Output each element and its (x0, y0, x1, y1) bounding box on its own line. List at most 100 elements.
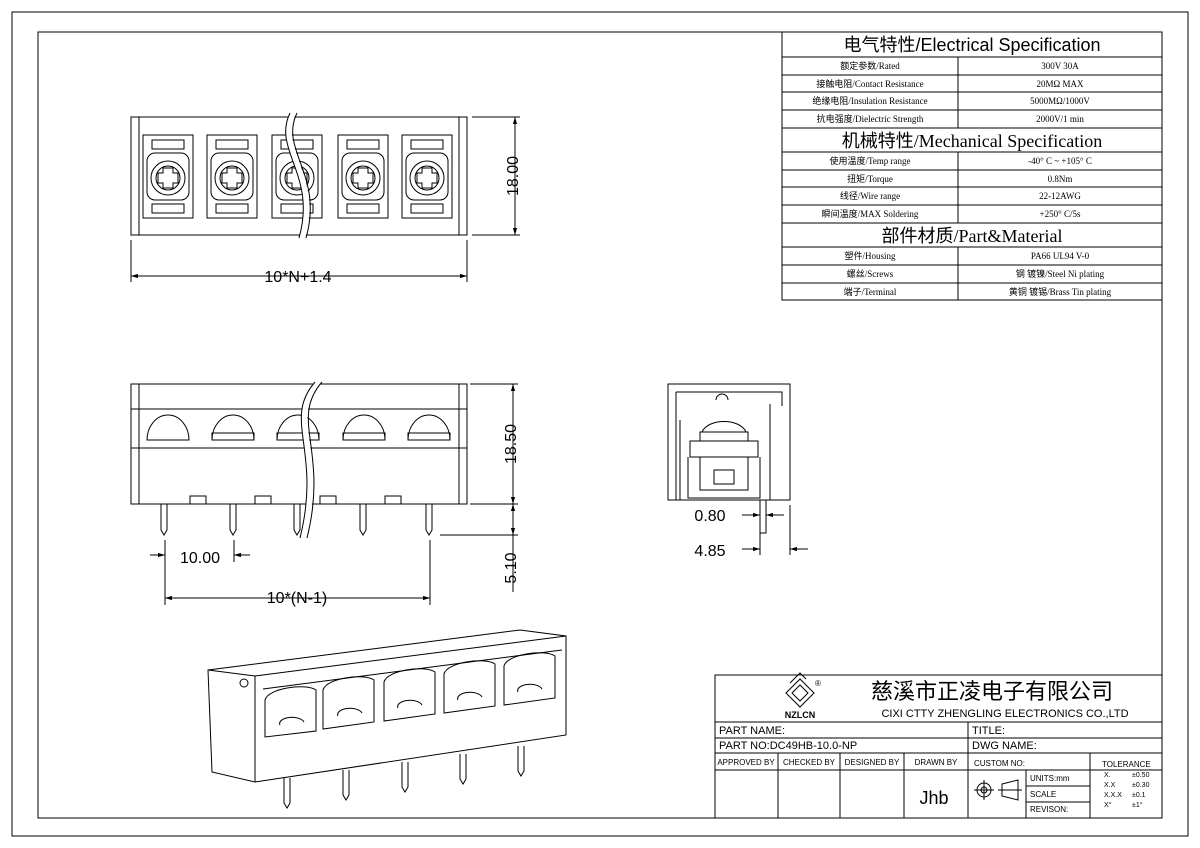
spec-label: 扭矩/Torque (847, 173, 893, 184)
tolerance-value: ±1° (1132, 801, 1143, 809)
material-spec-title: 部件材质/Part&Material (882, 226, 1063, 246)
dwg-name-label: DWG NAME: (972, 740, 1037, 752)
inner-border (37, 31, 1163, 819)
iso-pin (283, 778, 291, 809)
projection-symbol (974, 779, 1022, 801)
drawn-by-label: DRAWN BY (915, 758, 958, 767)
title-block (714, 672, 1163, 819)
approved-by-label: APPROVED BY (717, 758, 775, 767)
spec-table (781, 31, 1163, 301)
break-line (299, 381, 316, 539)
dim-side-depth: 4.85 (694, 543, 725, 560)
tolerance-key: X. (1104, 772, 1111, 779)
dim-pin-width: 0.80 (694, 508, 725, 525)
iso-view (207, 629, 567, 809)
front-view-screw (276, 414, 320, 441)
designed-by-label: DESIGNED BY (845, 758, 900, 767)
iso-pin (459, 754, 467, 785)
front-view-pin (425, 504, 433, 536)
spec-label: 额定参数/Rated (840, 60, 900, 71)
spec-value: 黄铜 镀锡/Brass Tin plating (1009, 286, 1112, 297)
checked-by-label: CHECKED BY (783, 758, 836, 767)
revision-label: REVISON: (1030, 805, 1068, 814)
top-view-terminal (401, 134, 453, 219)
electrical-spec-title: 电气特性/Electrical Specification (843, 35, 1100, 55)
break-mask (300, 380, 321, 539)
tolerance-value: ±0.50 (1132, 772, 1150, 779)
iso-opening (264, 686, 317, 738)
logo-text: NZLCN (785, 710, 816, 720)
tolerance-value: ±0.30 (1132, 782, 1150, 789)
tolerance-label: TOLERANCE (1102, 760, 1151, 769)
tolerance-key: X.X (1104, 782, 1116, 789)
break-line (306, 381, 323, 539)
front-view-pin (293, 504, 301, 536)
tolerance-key: X° (1104, 801, 1112, 809)
break-line (292, 112, 311, 239)
logo-registered-mark: ® (815, 679, 821, 688)
spec-value: 22-12AWG (1039, 191, 1081, 201)
iso-opening (322, 676, 375, 730)
iso-opening (383, 668, 436, 722)
scale-label: SCALE (1030, 790, 1056, 799)
spec-label: 端子/Terminal (844, 286, 897, 297)
spec-value: 20MΩ MAX (1037, 79, 1084, 89)
spec-label: 绝缘电阻/Insulation Resistance (812, 95, 927, 106)
iso-opening (443, 660, 496, 714)
dim-pin-length: 5.10 (503, 552, 520, 583)
top-view (130, 111, 520, 282)
front-view (130, 380, 518, 605)
spec-label: 螺丝/Screws (847, 268, 894, 279)
top-view-terminal (271, 134, 323, 219)
drawn-by-value: Jhb (919, 788, 948, 808)
spec-label: 瞬间温度/MAX Soldering (822, 208, 919, 219)
dim-span: 10*(N-1) (267, 590, 327, 607)
tolerance-key: X.X.X (1104, 792, 1122, 799)
outer-border (11, 11, 1189, 837)
tolerance-value: ±0.1 (1132, 792, 1146, 799)
front-view-pin (359, 504, 367, 536)
iso-pin (517, 746, 525, 777)
units-label: UNITS:mm (1030, 774, 1070, 783)
iso-pin (401, 762, 409, 793)
company-name-en: CIXI CTTY ZHENGLING ELECTRONICS CO.,LTD (881, 708, 1128, 720)
dim-top-width: 10*N+1.4 (264, 269, 331, 286)
dim-front-height: 18.50 (503, 424, 520, 464)
company-name-cn: 慈溪市正凌电子有限公司 (871, 679, 1113, 704)
spec-label: 抗电强度/Dielectric Strength (817, 113, 924, 124)
spec-value: 2000V/1 min (1036, 114, 1084, 124)
spec-value: 300V 30A (1041, 61, 1079, 71)
spec-value: +250° C/5s (1040, 209, 1081, 219)
dim-pitch: 10.00 (180, 550, 220, 567)
spec-label: 使用温度/Temp range (829, 155, 910, 166)
top-view-terminal (142, 134, 194, 219)
iso-pin (342, 770, 350, 801)
spec-value: -40° C ~ +105° C (1028, 156, 1092, 166)
part-no: PART NO:DC49HB-10.0-NP (719, 740, 857, 752)
front-view-pin (229, 504, 237, 536)
front-view-screw (342, 414, 386, 441)
spec-value: 0.8Nm (1048, 174, 1073, 184)
spec-value: 钢 镀镍/Steel Ni plating (1016, 268, 1105, 279)
company-logo (785, 672, 815, 708)
top-view-terminal (337, 134, 389, 219)
spec-label: 接触电阻/Contact Resistance (816, 78, 923, 89)
title-label: TITLE: (972, 725, 1005, 737)
dim-top-height: 18.00 (505, 156, 522, 196)
front-view-screw (211, 414, 255, 441)
front-view-pin (160, 504, 168, 536)
top-view-terminal (206, 134, 258, 219)
mechanical-spec-title: 机械特性/Mechanical Specification (842, 131, 1102, 151)
side-view (667, 383, 808, 555)
front-view-screw (146, 414, 190, 441)
spec-value: PA66 UL94 V-0 (1031, 251, 1090, 261)
spec-value: 5000MΩ/1000V (1030, 96, 1090, 106)
front-view-screw (407, 414, 451, 441)
spec-label: 线径/Wire range (840, 190, 900, 201)
spec-label: 塑件/Housing (844, 250, 896, 261)
part-name-label: PART NAME: (719, 725, 785, 737)
break-mask (285, 111, 310, 239)
custom-no-label: CUSTOM NO: (974, 759, 1025, 768)
break-line (285, 112, 304, 239)
